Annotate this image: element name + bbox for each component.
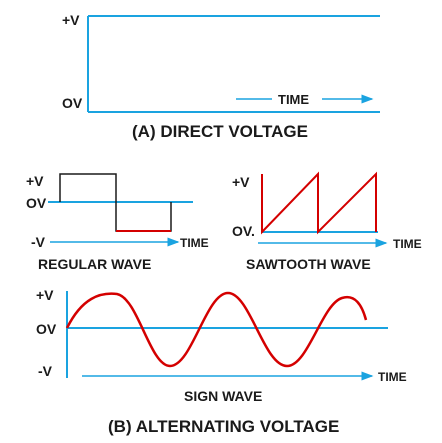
sine-minus-v-label: -V bbox=[38, 363, 53, 379]
regular-minus-v-label: -V bbox=[31, 234, 46, 250]
sine-wave-panel: +V OV -V TIME SIGN WAVE bbox=[36, 287, 407, 404]
sawtooth-wave-caption: SAWTOOTH WAVE bbox=[246, 256, 371, 272]
sawtooth-time-label: TIME bbox=[393, 237, 422, 251]
regular-wave-panel: +V OV -V TIME REGULAR WAVE bbox=[26, 173, 209, 272]
direct-time-label: TIME bbox=[278, 92, 309, 107]
sawtooth-wave-panel: +V OV. TIME SAWTOOTH WAVE bbox=[232, 171, 422, 272]
sine-time-label: TIME bbox=[378, 370, 407, 384]
regular-wave-caption: REGULAR WAVE bbox=[38, 256, 151, 272]
regular-plus-v-label: +V bbox=[26, 173, 44, 189]
sawtooth-wave bbox=[261, 171, 377, 235]
regular-time-label: TIME bbox=[180, 236, 209, 250]
sine-wave bbox=[65, 291, 368, 368]
regular-zero-v-label: OV bbox=[26, 195, 47, 211]
sine-plus-v-label: +V bbox=[36, 287, 54, 303]
alternating-voltage-caption: (B) ALTERNATING VOLTAGE bbox=[108, 417, 339, 436]
sine-zero-v-label: OV bbox=[36, 321, 57, 337]
sine-wave-caption: SIGN WAVE bbox=[184, 388, 262, 404]
direct-voltage-caption: (A) DIRECT VOLTAGE bbox=[132, 122, 308, 141]
sawtooth-zero-v-label: OV. bbox=[232, 223, 255, 239]
sawtooth-plus-v-label: +V bbox=[232, 174, 250, 190]
direct-zero-v-label: OV bbox=[62, 95, 83, 111]
direct-plus-v-label: +V bbox=[62, 12, 80, 28]
direct-voltage-panel: +V OV TIME (A) DIRECT VOLTAGE bbox=[62, 12, 380, 141]
